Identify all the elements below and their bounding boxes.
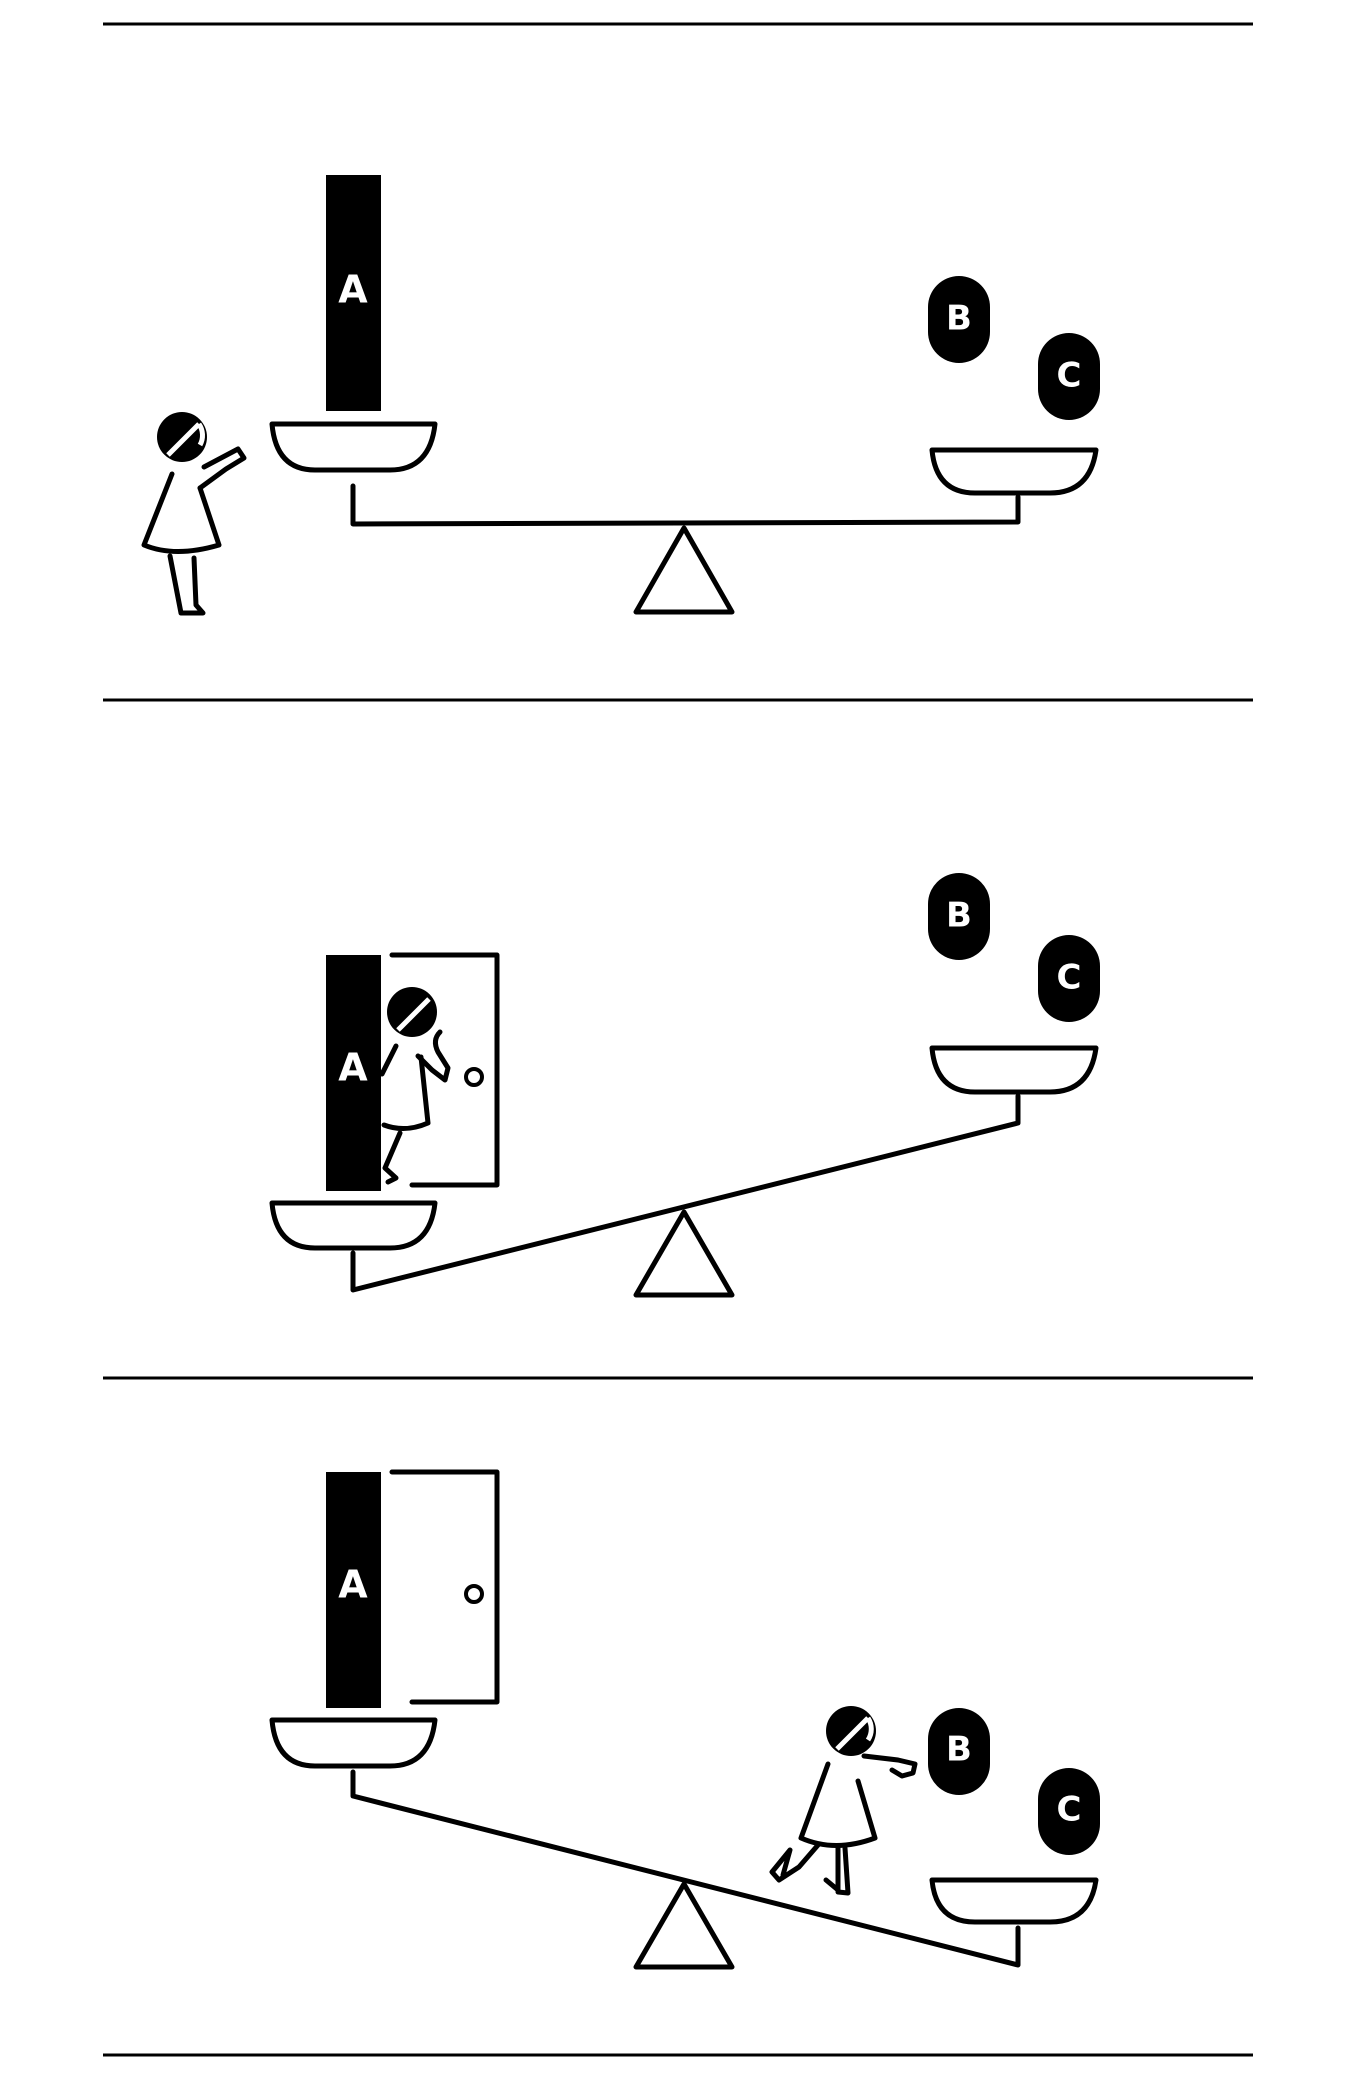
door-frame <box>389 952 500 1188</box>
coin-b: B <box>928 1708 990 1795</box>
fulcrum <box>633 1881 735 1970</box>
girl-figure <box>379 987 451 1185</box>
coin-c-label: C <box>1057 958 1082 998</box>
block-a: A <box>326 175 381 411</box>
scale-beam <box>350 1769 1021 1968</box>
left-pan <box>269 1717 438 1769</box>
left-pan <box>269 421 438 473</box>
right-pan <box>929 1045 1099 1095</box>
coin-c-label: C <box>1057 356 1082 396</box>
panel-3: A B C <box>269 1469 1100 1970</box>
door-knob <box>464 1584 484 1604</box>
door-knob <box>464 1067 484 1087</box>
left-pan <box>269 1200 438 1251</box>
block-a-label: A <box>338 1046 368 1090</box>
coin-c-label: C <box>1057 1790 1082 1830</box>
right-pan <box>929 447 1099 496</box>
coin-c: C <box>1038 1768 1100 1855</box>
girl-figure <box>769 1706 918 1896</box>
block-a: A <box>326 1472 381 1708</box>
girl-figure <box>141 412 247 616</box>
coin-b-label: B <box>946 1730 972 1770</box>
coin-c: C <box>1038 935 1100 1022</box>
fulcrum <box>633 1209 735 1298</box>
coin-b: B <box>928 873 990 960</box>
door-frame <box>389 1469 500 1705</box>
coin-b: B <box>928 276 990 363</box>
fulcrum <box>633 525 735 615</box>
block-a-label: A <box>338 1563 368 1607</box>
block-a: A <box>326 955 381 1191</box>
block-a-label: A <box>338 268 368 312</box>
coin-b-label: B <box>946 299 972 339</box>
coin-c: C <box>1038 333 1100 420</box>
panel-1: A B C <box>141 175 1100 616</box>
scale-beam <box>350 1093 1021 1293</box>
right-pan <box>929 1877 1099 1925</box>
scale-beam <box>350 483 1021 527</box>
panel-2: A B C <box>269 873 1100 1298</box>
coin-b-label: B <box>946 896 972 936</box>
